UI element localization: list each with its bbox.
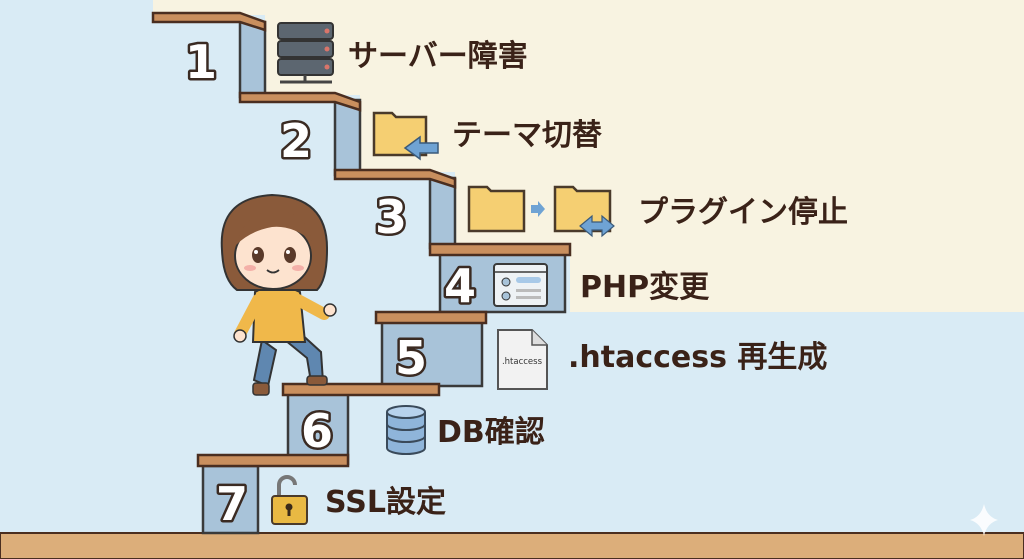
- folder-swap-icon: [467, 185, 615, 238]
- step-label-6: DB確認: [437, 415, 545, 450]
- folder-arrow-icon: [372, 111, 439, 161]
- step-label-3: プラグイン停止: [638, 195, 848, 230]
- cream-background: [153, 0, 1024, 312]
- database-icon: [386, 405, 426, 455]
- step-label-7: SSL設定: [325, 485, 446, 520]
- step-number-5: 5: [395, 331, 427, 385]
- floor: [0, 532, 1024, 559]
- server-icon: [277, 22, 334, 84]
- step-label-5: .htaccess 再生成: [568, 340, 827, 375]
- step-number-3: 3: [375, 190, 407, 244]
- file-icon-text: .htaccess: [502, 357, 543, 367]
- settings-window-icon: [493, 263, 548, 307]
- unlocked-padlock-icon: [271, 475, 308, 525]
- step-number-1: 1: [185, 35, 217, 89]
- step-label-1: サーバー障害: [348, 39, 528, 74]
- step-number-7: 7: [216, 477, 248, 531]
- step-number-6: 6: [301, 404, 333, 458]
- step-number-2: 2: [280, 114, 312, 168]
- girl-character: [220, 193, 337, 396]
- file-icon: .htaccess: [497, 329, 548, 390]
- step-label-4: PHP変更: [580, 270, 710, 305]
- step-label-2: テーマ切替: [452, 118, 602, 153]
- step-number-4: 4: [444, 259, 476, 313]
- sparkle-icon: [970, 504, 998, 536]
